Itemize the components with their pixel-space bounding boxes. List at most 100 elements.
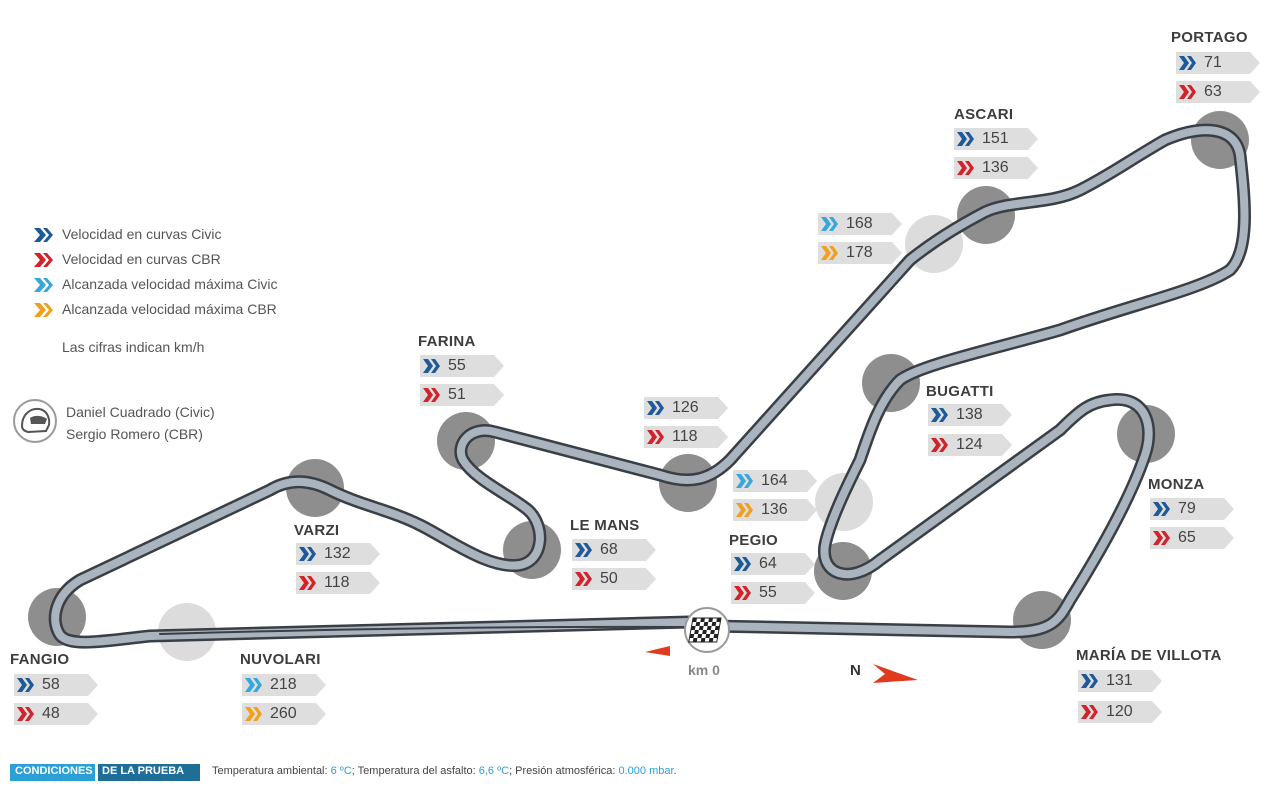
speed-value: 65 [1178, 529, 1196, 546]
speed-value: 118 [672, 428, 698, 445]
badge-shape [818, 213, 902, 235]
pit-lane [159, 625, 691, 635]
chevron-icon [17, 707, 34, 721]
speed-badge-bugatti-cbr: 124 [928, 434, 1014, 456]
corner-name-ascari: ASCARI [954, 106, 1014, 123]
speed-badge-nuvolari-cbr-max: 260 [242, 703, 328, 725]
badge-shape [731, 553, 815, 575]
speed-value: 58 [42, 676, 60, 693]
chevron-icon [821, 217, 838, 231]
speed-badge-mid-curve-cbr: 118 [644, 426, 730, 448]
speed-value: 132 [324, 545, 351, 562]
speed-value: 71 [1204, 54, 1222, 71]
track-surface [51, 126, 1249, 647]
speed-value: 168 [846, 215, 873, 232]
corner-name-farina: FARINA [418, 333, 476, 350]
badge-shape [14, 703, 98, 725]
track-outline [48, 123, 1251, 649]
speed-badge-pegio-civic: 64 [731, 553, 817, 575]
chevron-lightblue-icon [34, 278, 53, 292]
speed-value: 151 [982, 130, 1009, 147]
corner-name-maria-de-villota: MARÍA DE VILLOTA [1076, 647, 1222, 664]
badge-shape [420, 384, 504, 406]
chevron-icon [1179, 56, 1196, 70]
chevron-icon [736, 503, 753, 517]
legend-label: Alcanzada velocidad máxima Civic [62, 276, 278, 292]
badge-shape [818, 242, 902, 264]
badge-shape [572, 539, 656, 561]
speed-badge-top-straight-civic-max: 168 [818, 213, 904, 235]
corner-name-varzi: VARZI [294, 522, 340, 539]
legend-label: Velocidad en curvas Civic [62, 226, 222, 242]
speed-badge-nuvolari-civic-max: 218 [242, 674, 328, 696]
speed-badge-maria-de-villota-civic: 131 [1078, 670, 1164, 692]
chevron-icon [734, 586, 751, 600]
corner-name-le-mans: LE MANS [570, 517, 640, 534]
direction-arrow-icon [645, 646, 670, 656]
speed-badge-inner-straight-cbr-max: 136 [733, 499, 819, 521]
speed-value: 138 [956, 406, 983, 423]
atmospheric-pressure: 0.000 mbar [618, 765, 674, 777]
speed-value: 124 [956, 436, 983, 453]
speed-value: 131 [1106, 672, 1133, 689]
badge-shape [731, 582, 815, 604]
chevron-icon [1179, 85, 1196, 99]
speed-value: 79 [1178, 500, 1196, 517]
chevron-icon [1153, 502, 1170, 516]
badge-shape [14, 674, 98, 696]
speed-value: 55 [448, 357, 466, 374]
speed-value: 218 [270, 676, 297, 693]
rider-civic: Daniel Cuadrado (Civic) [66, 404, 215, 420]
speed-badge-varzi-cbr: 118 [296, 572, 382, 594]
badge-shape [733, 470, 817, 492]
rider-cbr: Sergio Romero (CBR) [66, 426, 203, 442]
chevron-icon [1153, 531, 1170, 545]
chevron-icon [245, 707, 262, 721]
speed-badge-pegio-cbr: 55 [731, 582, 817, 604]
chevron-icon [575, 572, 592, 586]
chevron-icon [423, 388, 440, 402]
speed-value: 68 [600, 541, 618, 558]
speed-badge-farina-cbr: 51 [420, 384, 506, 406]
north-label: N [850, 662, 861, 679]
chevron-icon [931, 438, 948, 452]
corner-name-nuvolari: NUVOLARI [240, 651, 321, 668]
badge-shape [928, 404, 1012, 426]
speed-badge-le-mans-cbr: 50 [572, 568, 658, 590]
corner-name-fangio: FANGIO [10, 651, 70, 668]
badge-shape [644, 426, 728, 448]
chevron-icon [931, 408, 948, 422]
badge-shape [928, 434, 1012, 456]
badge-shape [644, 397, 728, 419]
chevron-icon [245, 678, 262, 692]
asphalt-temperature: 6,6 ºC [478, 765, 510, 777]
chevron-icon [299, 547, 316, 561]
speed-badge-inner-straight-civic-max: 164 [733, 470, 819, 492]
chevron-icon [423, 359, 440, 373]
speed-badge-varzi-civic: 132 [296, 543, 382, 565]
speed-value: 63 [1204, 83, 1222, 100]
badge-shape [242, 674, 326, 696]
badge-shape [954, 128, 1038, 150]
speed-badge-ascari-civic: 151 [954, 128, 1040, 150]
chevron-icon [1081, 674, 1098, 688]
conditions-tag: CONDICIONES [10, 764, 95, 781]
speed-value: 55 [759, 584, 777, 601]
speed-badge-monza-civic: 79 [1150, 498, 1236, 520]
chevron-icon [736, 474, 753, 488]
speed-badge-farina-civic: 55 [420, 355, 506, 377]
speed-badge-maria-de-villota-cbr: 120 [1078, 701, 1164, 723]
chevron-blue-icon [34, 228, 53, 242]
speed-value: 51 [448, 386, 466, 403]
speed-badge-portago-cbr: 63 [1176, 81, 1262, 103]
corner-name-portago: PORTAGO [1171, 29, 1248, 46]
chevron-icon [957, 132, 974, 146]
badge-shape [1176, 81, 1260, 103]
badge-shape [296, 572, 380, 594]
speed-badge-portago-civic: 71 [1176, 52, 1262, 74]
speed-badge-monza-cbr: 65 [1150, 527, 1236, 549]
speed-value: 178 [846, 244, 873, 261]
legend-label: Velocidad en curvas CBR [62, 251, 221, 267]
speed-badge-fangio-cbr: 48 [14, 703, 100, 725]
